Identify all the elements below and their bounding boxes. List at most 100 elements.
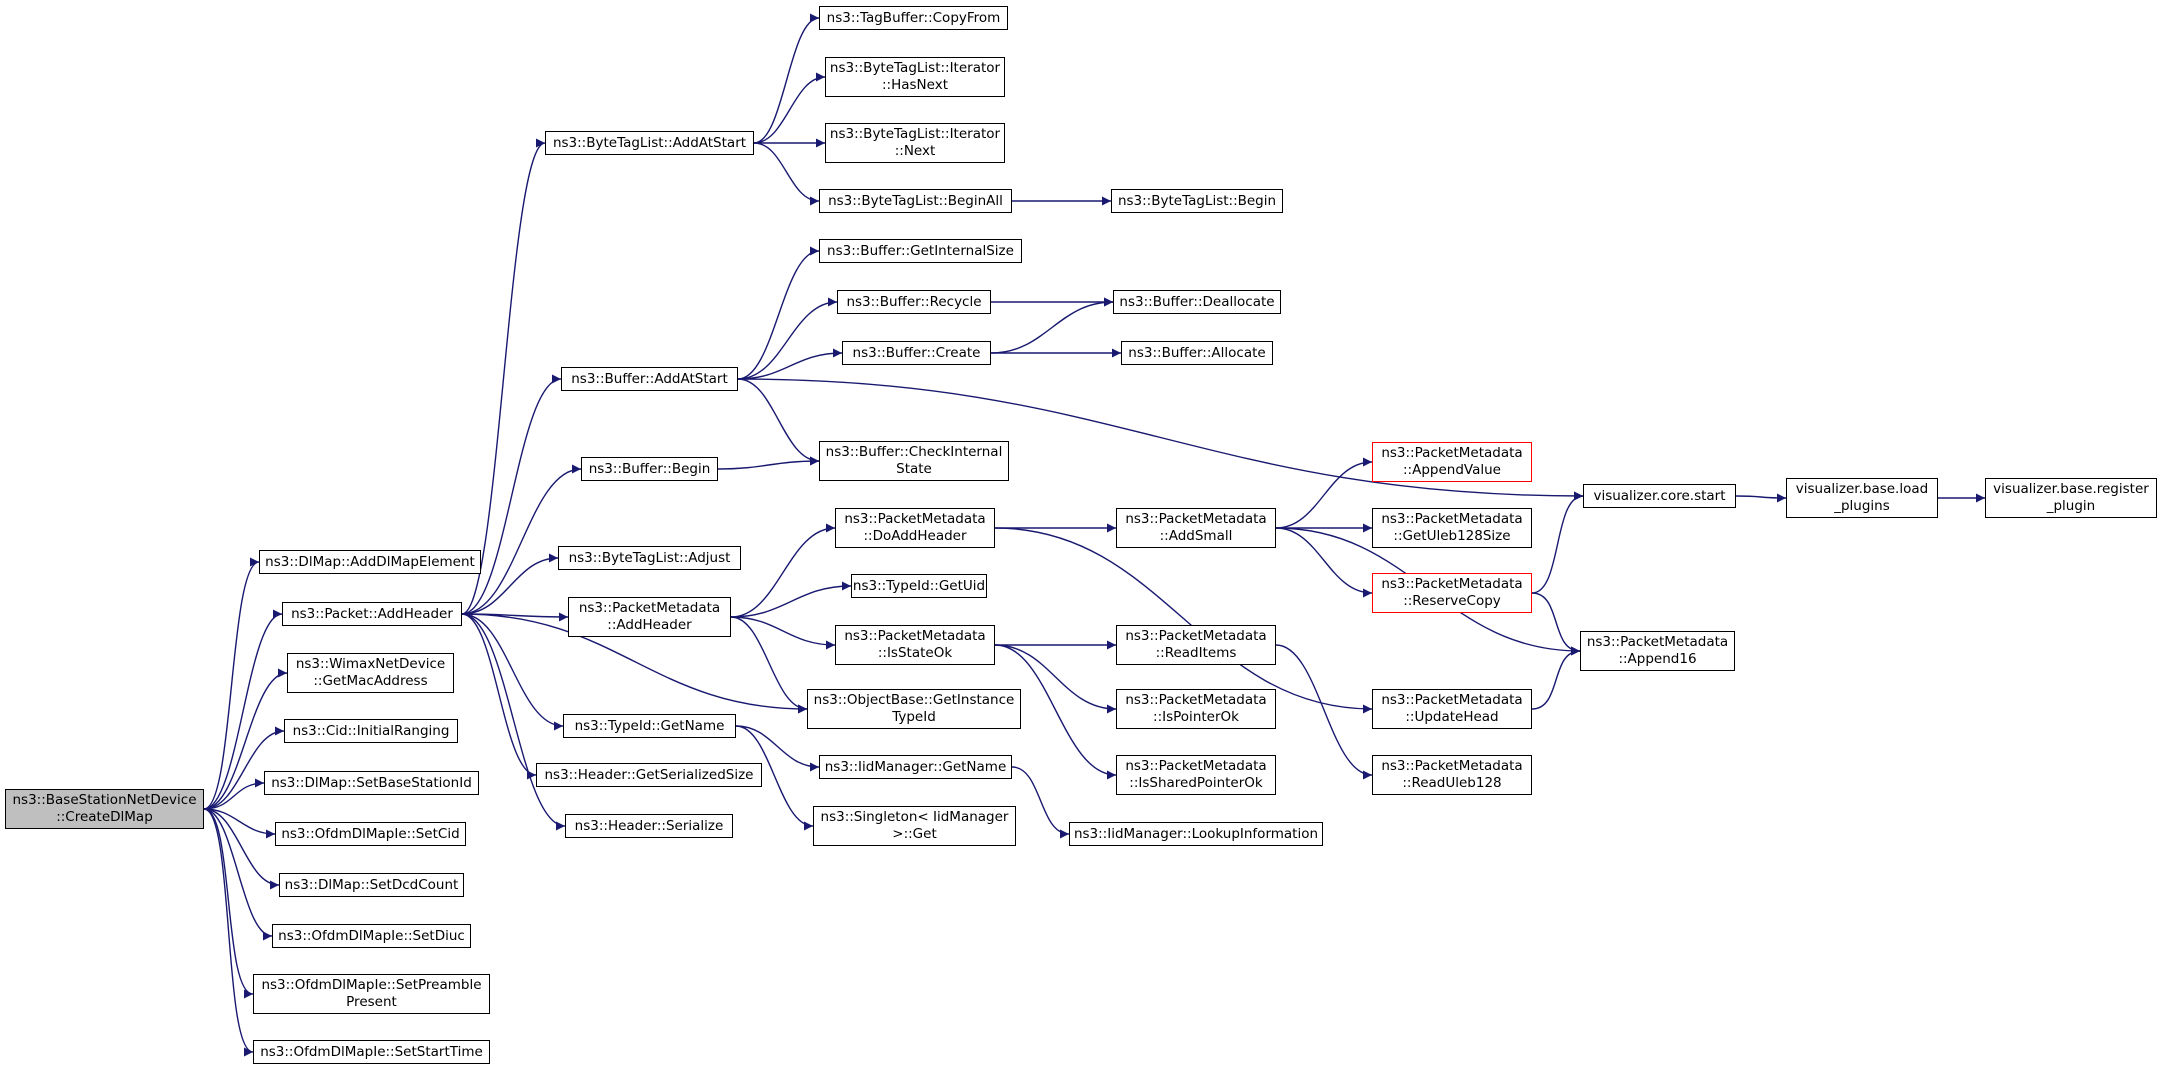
node-ns3-packetmetadata-reservecopy[interactable]: ns3::PacketMetadata::ReserveCopy	[1372, 573, 1532, 613]
edge-n36-n41	[1275, 457, 1373, 529]
node-label-line: ::Append16	[1618, 651, 1697, 667]
node-ns3-typeid-getname[interactable]: ns3::TypeId::GetName	[563, 714, 736, 738]
node-ns3-packetmetadata-getuleb128size[interactable]: ns3::PacketMetadata::GetUleb128Size	[1372, 508, 1532, 548]
edge-n11-n19	[753, 13, 820, 144]
node-visualizer-core-start[interactable]: visualizer.core.start	[1583, 484, 1736, 508]
node-ns3-packetmetadata-appendvalue[interactable]: ns3::PacketMetadata::AppendValue	[1372, 442, 1532, 482]
node-ns3-iidmanager-getname[interactable]: ns3::IidManager::GetName	[819, 755, 1012, 779]
node-ns3-typeid-getuid[interactable]: ns3::TypeId::GetUid	[851, 574, 987, 598]
node-ns3-buffer-allocate[interactable]: ns3::Buffer::Allocate	[1121, 341, 1273, 365]
edge-n2-n13	[461, 464, 582, 615]
node-label-line: ns3::Buffer::AddAtStart	[571, 370, 728, 387]
edge-n0-n6	[203, 808, 276, 839]
node-ns3-ofdmdlmapie-setdiuc[interactable]: ns3::OfdmDlMapIe::SetDiuc	[272, 924, 471, 948]
node-visualizer-base-register-plugin[interactable]: visualizer.base.register_plugin	[1985, 478, 2157, 518]
edge-n0-n5	[203, 778, 265, 810]
node-ns3-bytetaglist-begin[interactable]: ns3::ByteTagList::Begin	[1111, 189, 1283, 213]
edge-n11-n22	[753, 142, 820, 206]
node-ns3-buffer-begin[interactable]: ns3::Buffer::Begin	[581, 457, 718, 481]
node-label-line: ns3::TypeId::GetName	[574, 717, 725, 734]
edge-n12-n24	[737, 297, 838, 380]
edge-n2-n11	[461, 138, 546, 615]
node-ns3-dlmap-setdcdcount[interactable]: ns3::DlMap::SetDcdCount	[279, 873, 464, 897]
edge-n12-n46	[737, 378, 1584, 501]
edge-n31-n40	[1011, 766, 1070, 839]
node-label-line: TypeId	[892, 709, 936, 725]
node-label-line: ::AppendValue	[1403, 462, 1501, 478]
node-label-line: _plugins	[1834, 498, 1890, 514]
edge-n12-n23	[737, 246, 820, 380]
edge-n0-n4	[203, 726, 285, 810]
node-label-line: ns3::Header::Serialize	[574, 817, 724, 834]
node-label-line: ns3::IidManager::LookupInformation	[1073, 825, 1319, 842]
node-ns3-packetmetadata-updatehead[interactable]: ns3::PacketMetadata::UpdateHead	[1372, 689, 1532, 729]
node-visualizer-base-load-plugins[interactable]: visualizer.base.load_plugins	[1786, 478, 1938, 518]
node-ns3-singleton-iidmanager-get[interactable]: ns3::Singleton< IidManager>::Get	[813, 806, 1016, 846]
node-ns3-packetmetadata-readitems[interactable]: ns3::PacketMetadata::ReadItems	[1116, 625, 1276, 665]
node-ns3-packetmetadata-readuleb128[interactable]: ns3::PacketMetadata::ReadUleb128	[1372, 755, 1532, 795]
edge-n11-n20	[753, 72, 826, 144]
node-ns3-bytetaglist-iterator-next[interactable]: ns3::ByteTagList::Iterator::Next	[825, 123, 1005, 163]
node-ns3-header-getserializedsize[interactable]: ns3::Header::GetSerializedSize	[536, 763, 762, 787]
node-label-line: ns3::PacketMetadata	[1125, 628, 1267, 644]
node-ns3-packet-addheader[interactable]: ns3::Packet::AddHeader	[282, 602, 462, 626]
node-label-line: ns3::Buffer::Recycle	[846, 293, 982, 310]
node-label-line: >::Get	[892, 826, 937, 842]
node-ns3-tagbuffer-copyfrom[interactable]: ns3::TagBuffer::CopyFrom	[819, 6, 1008, 30]
node-label-line: ns3::ObjectBase::GetInstance	[813, 692, 1015, 708]
node-ns3-basestationnetdevice-createdlmap[interactable]: ns3::BaseStationNetDevice::CreateDlMap	[5, 789, 204, 829]
node-ns3-packetmetadata-ispointerok[interactable]: ns3::PacketMetadata::IsPointerOk	[1116, 689, 1276, 729]
node-label-line: ::UpdateHead	[1405, 709, 1499, 725]
node-label-line: ::AddHeader	[607, 617, 692, 633]
node-label-line: ns3::PacketMetadata	[1586, 634, 1729, 650]
node-ns3-bytetaglist-iterator-hasnext[interactable]: ns3::ByteTagList::Iterator::HasNext	[825, 57, 1005, 97]
edge-n0-n10	[203, 808, 254, 1057]
node-ns3-packetmetadata-issharedpointerok[interactable]: ns3::PacketMetadata::IsSharedPointerOk	[1116, 755, 1276, 795]
node-ns3-wimaxnetdevice-getmacaddress[interactable]: ns3::WimaxNetDevice::GetMacAddress	[287, 653, 454, 693]
node-ns3-packetmetadata-doaddheader[interactable]: ns3::PacketMetadata::DoAddHeader	[835, 508, 995, 548]
node-ns3-buffer-create[interactable]: ns3::Buffer::Create	[842, 341, 991, 365]
edge-n46-n48	[1735, 493, 1787, 503]
node-ns3-packetmetadata-addheader[interactable]: ns3::PacketMetadata::AddHeader	[568, 597, 731, 637]
node-label-line: ns3::ByteTagList::Adjust	[568, 549, 731, 566]
node-ns3-buffer-deallocate[interactable]: ns3::Buffer::Deallocate	[1113, 290, 1281, 314]
edge-n2-n14	[461, 553, 559, 615]
node-ns3-dlmap-adddlmapelement[interactable]: ns3::DlMap::AddDlMapElement	[259, 550, 481, 574]
node-ns3-packetmetadata-append16[interactable]: ns3::PacketMetadata::Append16	[1580, 631, 1735, 671]
node-label-line: ns3::Buffer::GetInternalSize	[827, 242, 1014, 259]
node-ns3-dlmap-setbasestationid[interactable]: ns3::DlMap::SetBaseStationId	[264, 771, 479, 795]
node-label-line: State	[896, 461, 932, 477]
node-ns3-bytetaglist-adjust[interactable]: ns3::ByteTagList::Adjust	[558, 546, 741, 570]
node-ns3-buffer-getinternalsize[interactable]: ns3::Buffer::GetInternalSize	[819, 239, 1022, 263]
node-label-line: ns3::WimaxNetDevice	[295, 656, 446, 672]
node-ns3-bytetaglist-addatstart[interactable]: ns3::ByteTagList::AddAtStart	[545, 131, 754, 155]
node-label-line: ns3::PacketMetadata	[1125, 758, 1267, 774]
node-label-line: visualizer.base.register	[1993, 481, 2149, 497]
node-ns3-packetmetadata-addsmall[interactable]: ns3::PacketMetadata::AddSmall	[1116, 508, 1276, 548]
node-ns3-packetmetadata-isstateok[interactable]: ns3::PacketMetadata::IsStateOk	[835, 625, 995, 665]
edge-n15-n27	[730, 523, 836, 618]
node-label-line: ns3::OfdmDlMapIe::SetCid	[281, 825, 460, 842]
node-ns3-cid-initialranging[interactable]: ns3::Cid::InitialRanging	[284, 719, 458, 743]
node-label-line: ns3::Buffer::Create	[852, 344, 981, 361]
node-ns3-buffer-recycle[interactable]: ns3::Buffer::Recycle	[837, 290, 991, 314]
edge-n25-n34	[990, 297, 1114, 354]
edge-n43-n46	[1531, 491, 1584, 594]
node-ns3-ofdmdlmapie-setstarttime[interactable]: ns3::OfdmDlMapIe::SetStartTime	[253, 1040, 490, 1064]
node-ns3-header-serialize[interactable]: ns3::Header::Serialize	[565, 814, 733, 838]
node-ns3-buffer-addatstart[interactable]: ns3::Buffer::AddAtStart	[561, 367, 738, 391]
node-label-line: visualizer.core.start	[1593, 487, 1726, 504]
node-label-line: ns3::Buffer::Begin	[588, 460, 711, 477]
node-label-line: ns3::PacketMetadata	[1125, 511, 1267, 527]
node-label-line: ::IsStateOk	[877, 645, 953, 661]
node-label-line: ns3::BaseStationNetDevice	[12, 792, 197, 808]
node-label-line: ns3::DlMap::SetBaseStationId	[271, 774, 472, 791]
node-label-line: ns3::PacketMetadata	[1125, 692, 1267, 708]
node-ns3-bytetaglist-beginall[interactable]: ns3::ByteTagList::BeginAll	[819, 189, 1012, 213]
node-ns3-ofdmdlmapie-setcid[interactable]: ns3::OfdmDlMapIe::SetCid	[275, 822, 466, 846]
node-label-line: ns3::OfdmDlMapIe::SetPreamble	[261, 977, 482, 993]
node-ns3-iidmanager-lookupinformation[interactable]: ns3::IidManager::LookupInformation	[1069, 822, 1323, 846]
